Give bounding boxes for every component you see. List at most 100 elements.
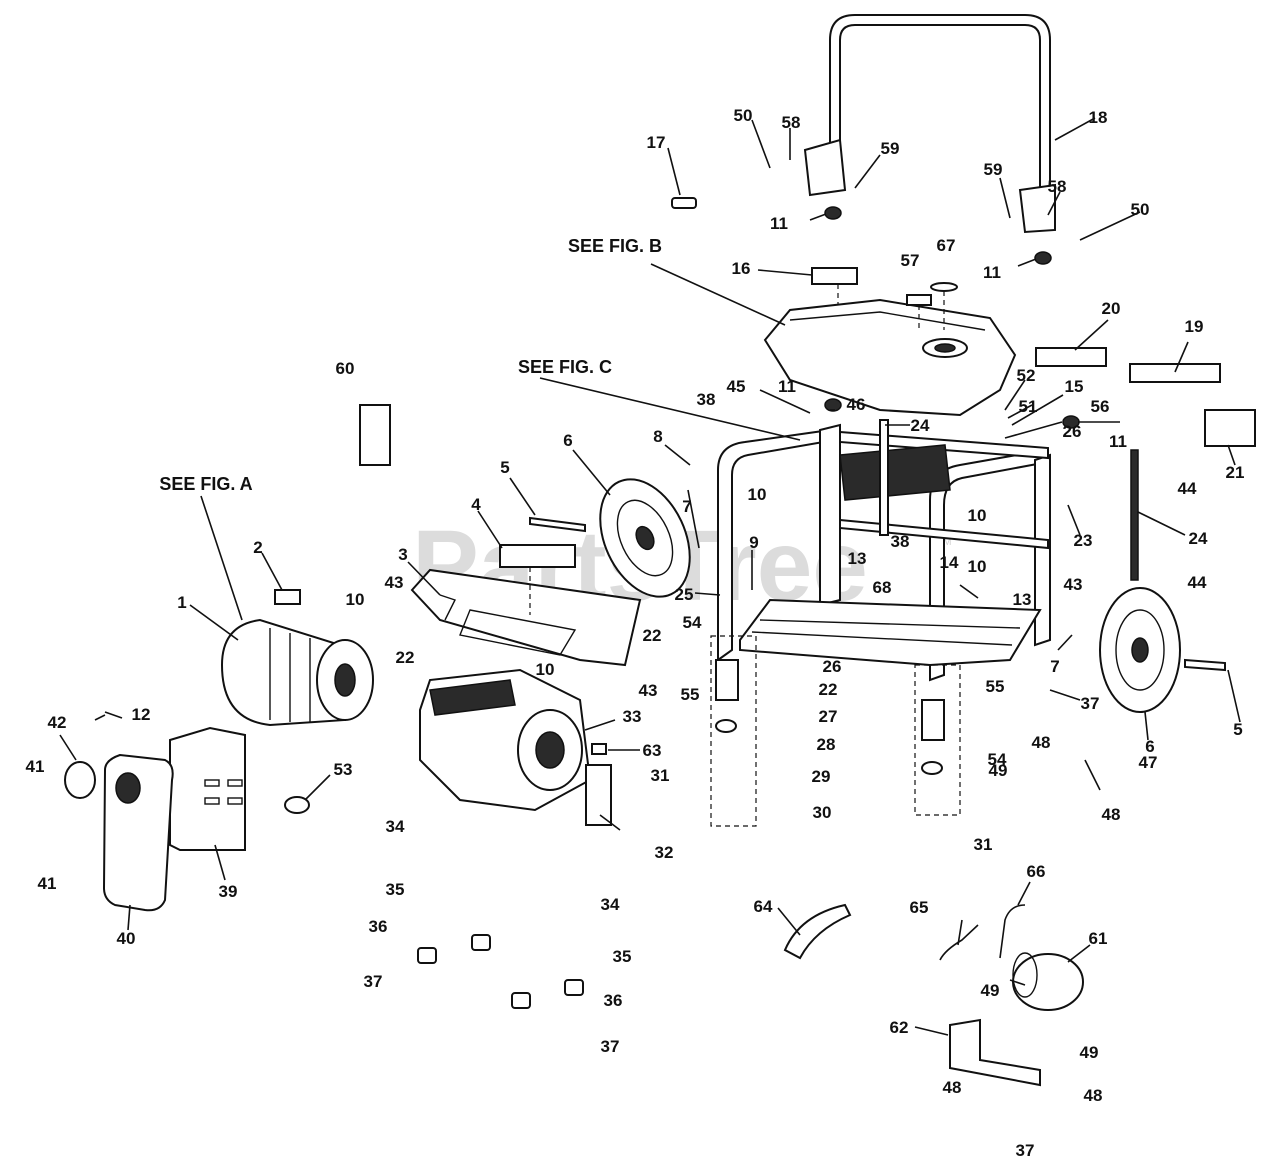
callout: 1 [177,593,186,612]
callout: 55 [681,685,700,704]
leader-lines [59,117,1241,1036]
callout: 23 [1074,531,1093,550]
callout: 45 [727,377,746,396]
decal-4 [499,544,576,568]
callout: 21 [1226,463,1245,482]
callout: 10 [968,506,987,525]
hose-65 [939,924,979,961]
callout: 33 [623,707,642,726]
bracket-62 [949,1018,1041,1087]
decal-2 [274,589,301,605]
callout: 39 [219,882,238,901]
callout: 11 [770,214,788,233]
callout: 12 [132,705,151,724]
callout: 14 [940,553,959,572]
callout: 29 [812,767,831,786]
callout: 58 [782,113,801,132]
callout: 27 [819,707,838,726]
callout: 61 [1089,929,1108,948]
decal-20 [1035,347,1107,367]
callout: 10 [968,557,987,576]
callout: 59 [881,139,900,158]
muffler-part [102,753,174,912]
heat-shield-part [169,726,246,851]
decal-57 [906,294,932,306]
callout: 50 [734,106,753,125]
decal-16 [811,267,858,285]
callout: 3 [398,545,407,564]
callout: 56 [1091,397,1110,416]
callout: 26 [1063,422,1082,441]
callout: 41 [38,874,57,893]
callout: 66 [1027,862,1046,881]
decal-67 [930,282,958,292]
callout: 36 [604,991,623,1010]
handle-part [803,14,1056,234]
callout: 37 [1081,694,1100,713]
callout: 43 [1064,575,1083,594]
callout: 48 [943,1078,962,1097]
axle-right [1184,658,1226,672]
callout: 49 [1080,1043,1099,1062]
axle-left [529,516,586,533]
decal-21 [1204,409,1256,447]
callout: 26 [823,657,842,676]
strip-24 [1130,449,1139,581]
callout: 16 [732,259,751,278]
callout: 20 [1102,299,1121,318]
callout: 2 [253,538,262,557]
control-panel-part [839,419,951,536]
callout: 49 [989,761,1008,780]
alternator-part [220,618,374,727]
callout: 62 [890,1018,909,1037]
callout: 24 [1189,529,1208,548]
decal-19 [1129,363,1221,383]
callout: 43 [639,681,658,700]
callout: 52 [1017,366,1036,385]
callout: 65 [910,898,929,917]
callout: 44 [1188,573,1207,592]
ref-fig-c: SEE FIG. C [518,357,612,377]
callout: 54 [683,613,702,632]
callout: 48 [1084,1086,1103,1105]
callout: 42 [48,713,67,732]
clamp-64 [783,903,852,960]
callout: 13 [848,549,867,568]
decal-32 [585,764,612,826]
fuel-tank-part [763,298,1017,417]
callout: 11 [778,377,796,396]
callout: 58 [1048,177,1067,196]
callout: 51 [1019,397,1038,416]
engine-part [419,668,592,812]
callout: 37 [1016,1141,1035,1160]
callout: 55 [986,677,1005,696]
callout: 5 [500,458,509,477]
spark-screen-42 [64,761,96,799]
callout: 43 [385,573,404,592]
front-panel-part [410,568,642,667]
callout: 35 [386,880,405,899]
callout: 25 [675,585,694,604]
callout: 63 [643,741,662,760]
decal-63 [591,743,607,755]
bracket-31-left [710,635,757,827]
callout-numbers: 1 2 3 4 5 5 6 6 7 7 8 9 10 10 10 10 10 1… [26,106,1245,1160]
callout: 60 [336,359,355,378]
callout: 13 [1013,590,1032,609]
callout: 47 [1139,753,1158,772]
callout: 34 [386,817,405,836]
callout: 10 [346,590,365,609]
callout: 11 [983,263,1001,282]
callout: 17 [647,133,666,152]
callout: 38 [891,532,910,551]
callout: 5 [1233,720,1242,739]
callout: 6 [563,431,572,450]
gasket-53 [284,796,310,814]
handle-knob-part [824,206,1080,429]
callout: 36 [369,917,388,936]
callout: 6 [1145,737,1154,756]
tag-60 [359,404,391,466]
callout: 31 [651,766,670,785]
callout: 32 [655,843,674,862]
